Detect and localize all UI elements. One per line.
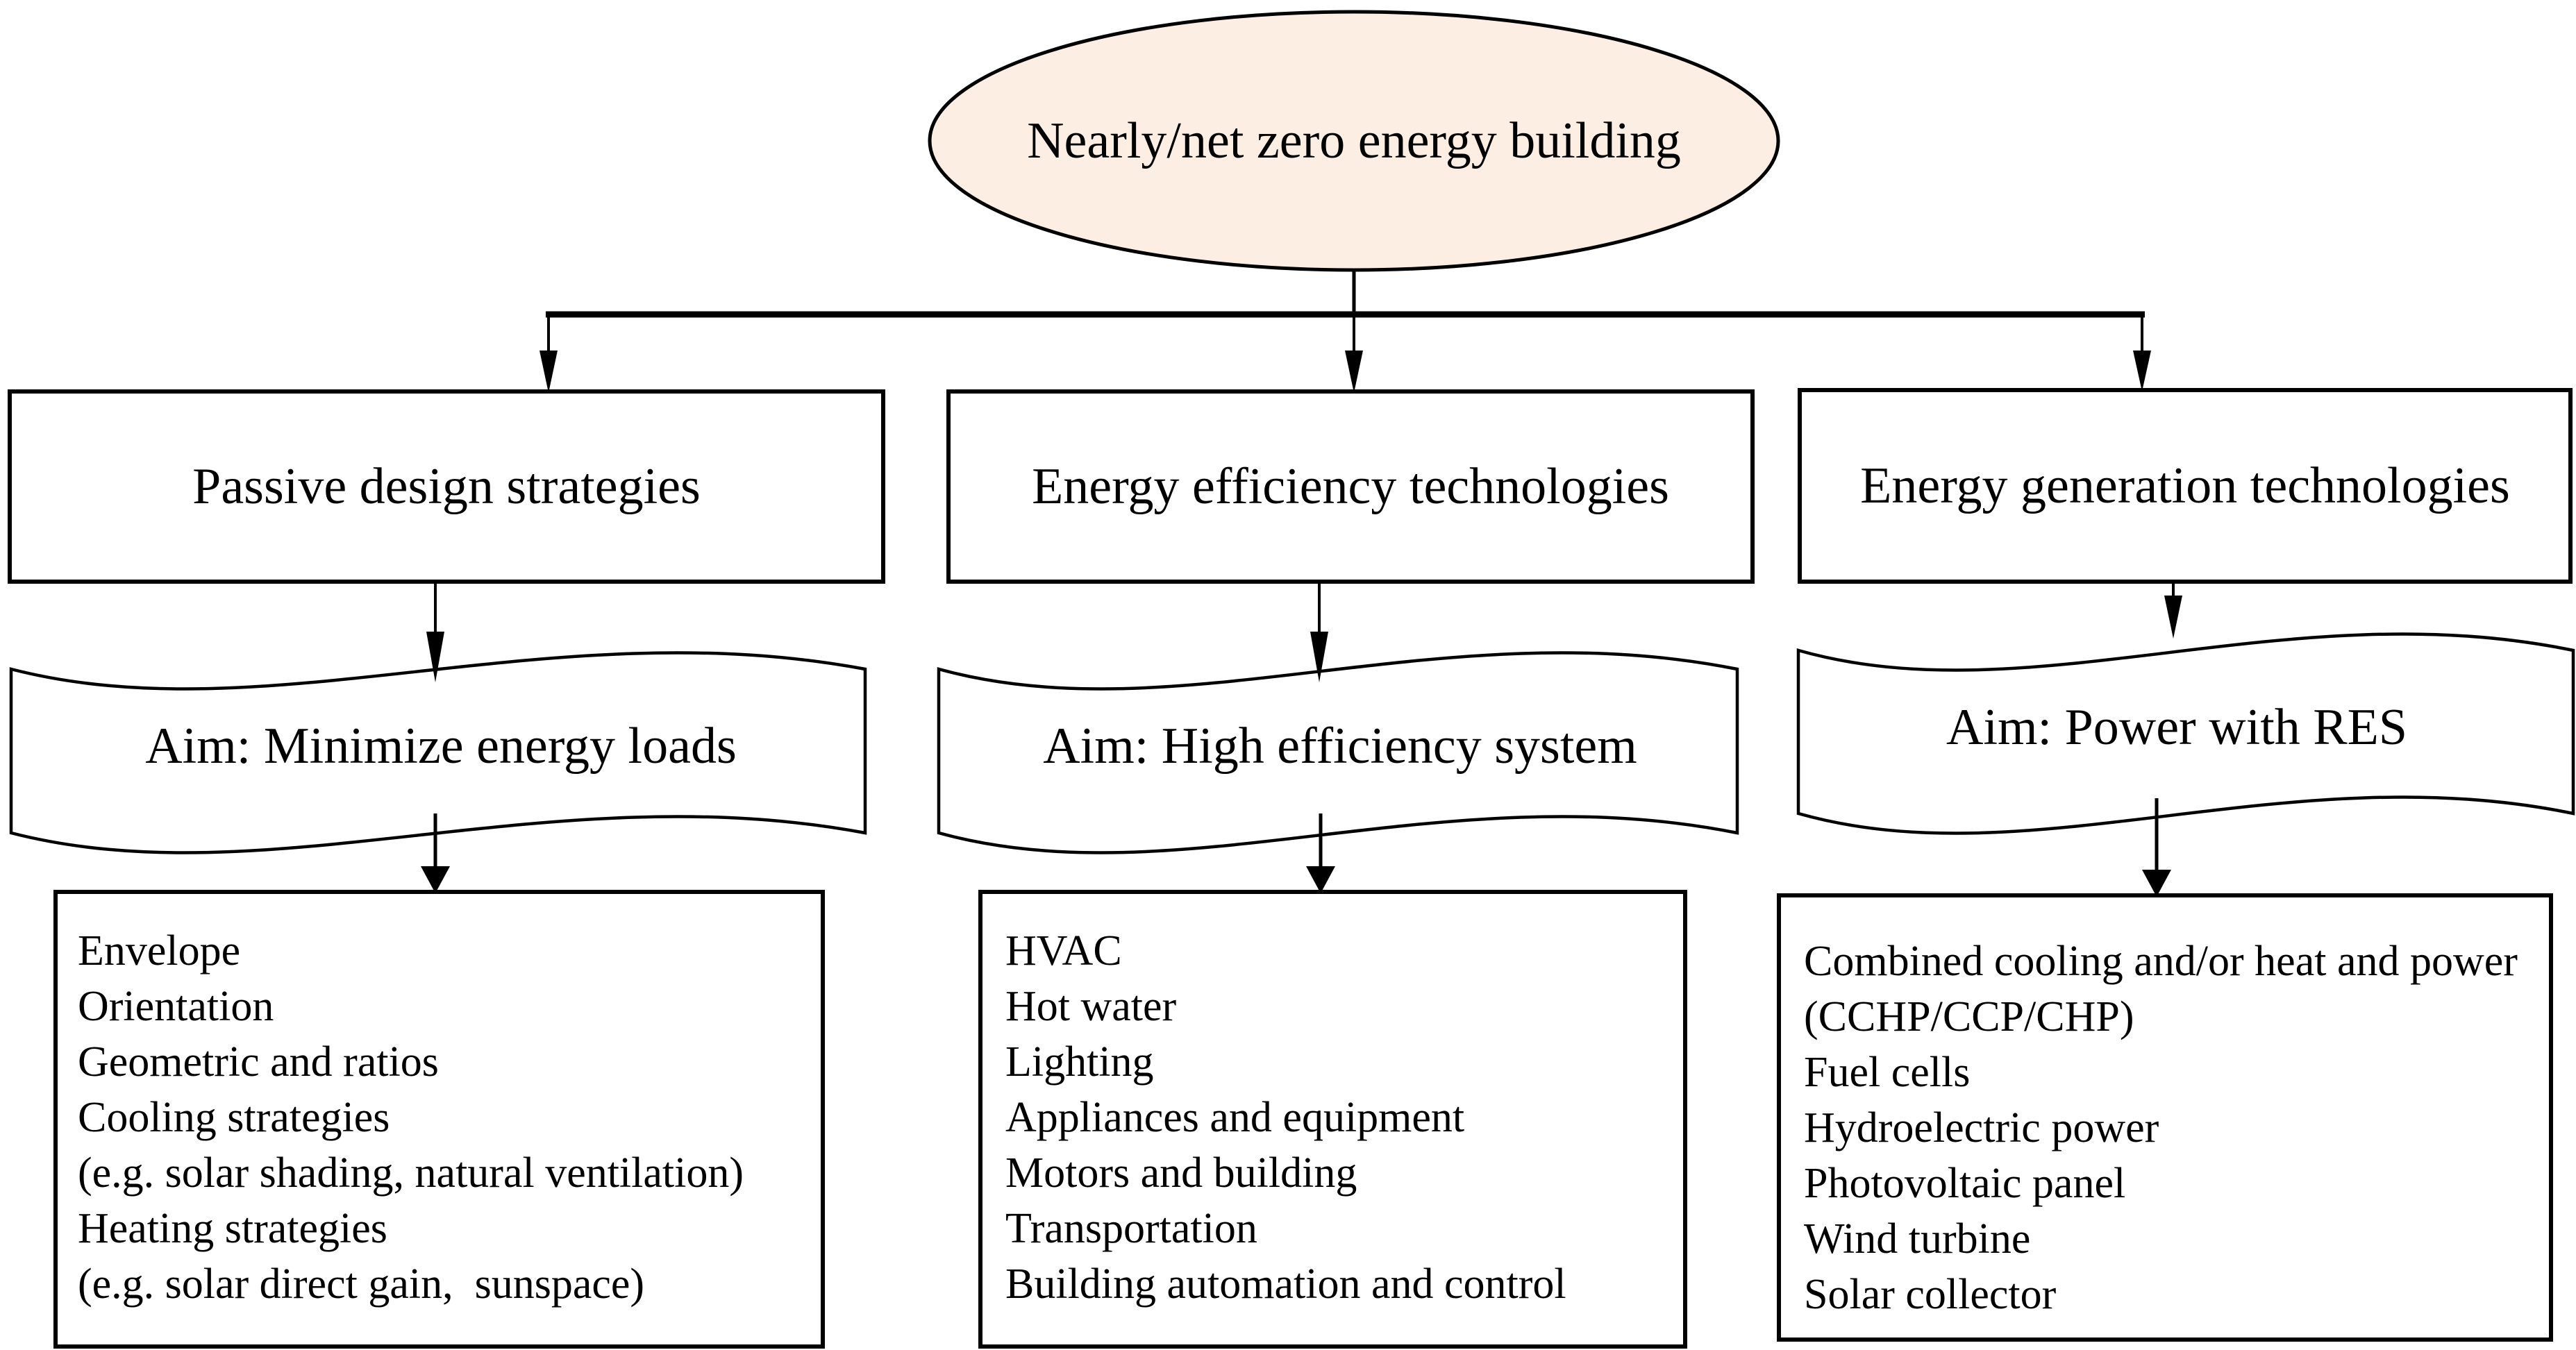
list-item: Lighting bbox=[1005, 1038, 1154, 1086]
detail-list-generation: Combined cooling and/or heat and power (C… bbox=[1804, 934, 2547, 1322]
arrow-branch-to-passive bbox=[540, 314, 558, 393]
strategy-box-passive bbox=[8, 389, 885, 584]
list-item: Appliances and equipment bbox=[1005, 1094, 1465, 1141]
list-item: Heating strategies bbox=[78, 1205, 387, 1252]
strategy-title-passive: Passive design strategies bbox=[192, 457, 701, 515]
list-item: Orientation bbox=[78, 983, 274, 1030]
strategy-title-generation: Energy generation technologies bbox=[1860, 457, 2510, 514]
strategy-box-efficiency bbox=[946, 389, 1755, 584]
list-item: Motors and building bbox=[1005, 1149, 1357, 1197]
aim-label-passive: Aim: Minimize energy loads bbox=[145, 717, 737, 775]
aim-banner-efficiency bbox=[937, 651, 1739, 854]
list-item: Photovoltaic panel bbox=[1804, 1160, 2126, 1207]
list-item: HVAC bbox=[1005, 927, 1122, 974]
list-item: Envelope bbox=[78, 927, 241, 974]
arrow-generation-to-aim bbox=[2164, 582, 2182, 639]
strategy-box-generation bbox=[1798, 388, 2573, 584]
list-item: Transportation bbox=[1005, 1205, 1257, 1252]
detail-box-passive bbox=[53, 890, 825, 1349]
list-item: Cooling strategies bbox=[78, 1094, 390, 1141]
detail-box-efficiency bbox=[978, 890, 1687, 1349]
list-item: (CCHP/CCP/CHP) bbox=[1804, 993, 2134, 1040]
list-item: (e.g. solar direct gain, sunspace) bbox=[78, 1260, 645, 1308]
list-item: (e.g. solar shading, natural ventilation… bbox=[78, 1149, 744, 1197]
list-item: Wind turbine bbox=[1804, 1215, 2031, 1263]
arrow-aim-to-generation-details bbox=[2142, 798, 2171, 897]
arrow-branch-to-efficiency bbox=[1345, 314, 1363, 393]
list-item: Solar collector bbox=[1804, 1271, 2057, 1318]
arrow-branch-to-generation bbox=[2133, 314, 2151, 391]
arrow-aim-to-efficiency-details bbox=[1306, 813, 1335, 893]
list-item: Fuel cells bbox=[1804, 1049, 1971, 1096]
aim-banner-passive bbox=[9, 651, 867, 854]
root-node-label: Nearly/net zero energy building bbox=[1027, 112, 1681, 169]
arrow-efficiency-to-aim bbox=[1310, 582, 1328, 682]
aim-label-generation: Aim: Power with RES bbox=[1946, 698, 2407, 756]
strategy-title-efficiency: Energy efficiency technologies bbox=[1032, 457, 1669, 515]
arrow-aim-to-passive-details bbox=[421, 813, 450, 893]
list-item: Hydroelectric power bbox=[1804, 1104, 2159, 1151]
aim-label-efficiency: Aim: High efficiency system bbox=[1043, 717, 1637, 775]
list-item: Geometric and ratios bbox=[78, 1038, 439, 1086]
list-item: Building automation and control bbox=[1005, 1260, 1566, 1308]
list-item: Combined cooling and/or heat and power bbox=[1804, 938, 2518, 985]
detail-box-generation bbox=[1777, 893, 2553, 1342]
arrow-passive-to-aim bbox=[426, 582, 444, 682]
root-node-ellipse bbox=[928, 10, 1780, 272]
list-item: Hot water bbox=[1005, 983, 1177, 1030]
aim-banner-generation bbox=[1796, 632, 2575, 835]
